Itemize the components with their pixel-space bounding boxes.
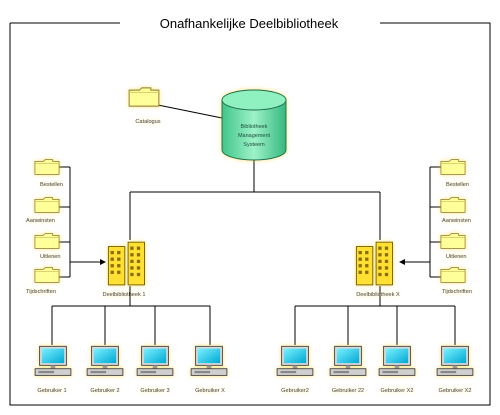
right-folder-label: Aanwinsten — [442, 218, 471, 224]
database-cylinder[interactable]: Bibliotheek Management Systeem — [221, 89, 287, 161]
left-folders: Bestellen Aanwinsten Uitlenen Tijdschrif… — [26, 159, 63, 295]
right-folder-uitlenen[interactable]: Uitlenen — [440, 233, 467, 260]
right-folder-aanwinsten[interactable]: Aanwinsten — [440, 197, 471, 224]
arrow-left-icon — [100, 259, 106, 265]
left-server[interactable]: Deelbibliotheek 1 — [103, 241, 146, 298]
client-workstation[interactable]: Gebruiker2 — [276, 345, 314, 394]
right-folder-label: Tijdschriften — [442, 289, 472, 295]
client-label: Gebruiker X2 — [439, 388, 472, 394]
left-folder-label: Bestellen — [40, 182, 63, 188]
computer-icon — [378, 345, 416, 376]
arrow-right-icon — [399, 259, 405, 265]
folder-icon — [440, 159, 466, 175]
server-icon — [355, 241, 394, 286]
folder-icon — [440, 233, 466, 249]
folder-icon — [440, 267, 466, 283]
database-label-line-2: Management — [238, 133, 271, 139]
catalog-label: Catalogus — [135, 119, 160, 125]
catalog-folder[interactable]: Catalogus — [128, 87, 161, 125]
folder-icon — [128, 87, 160, 107]
left-folder-label: Uitlenen — [40, 254, 61, 260]
client-workstation[interactable]: Gebruiker X — [190, 345, 228, 394]
right-folder-tijdschriften[interactable]: Tijdschriften — [440, 267, 472, 295]
folder-icon — [34, 233, 60, 249]
client-label: Gebruiker 3 — [140, 388, 169, 394]
left-folder-uitlenen[interactable]: Uitlenen — [34, 233, 61, 260]
client-label: Gebruiker X — [195, 388, 225, 394]
left-folder-tijdschriften[interactable]: Tijdschriften — [26, 267, 60, 295]
client-label: Gebruiker X2 — [381, 388, 414, 394]
left-folder-label: Aanwinsten — [26, 218, 55, 224]
right-folder-bestellen[interactable]: Bestellen — [440, 159, 469, 188]
client-label: Gebruiker 1 — [37, 388, 66, 394]
client-workstation[interactable]: Gebruiker X2 — [378, 345, 416, 394]
client-label: Gebruiker2 — [281, 388, 309, 394]
right-folder-label: Bestellen — [446, 182, 469, 188]
client-label: Gebruiker 2 — [90, 388, 119, 394]
database-label-line-1: Bibliotheek — [241, 124, 268, 130]
client-workstation[interactable]: Gebruiker 22 — [329, 345, 367, 394]
folder-icon — [34, 267, 60, 283]
computer-icon — [436, 345, 474, 376]
computer-icon — [276, 345, 314, 376]
database-label-line-3: Systeem — [243, 142, 265, 148]
computer-icon — [329, 345, 367, 376]
right-folders: Bestellen Aanwinsten Uitlenen Tijdschrif… — [440, 159, 472, 295]
folder-icon — [34, 197, 60, 213]
client-workstation[interactable]: Gebruiker 2 — [86, 345, 124, 394]
left-clients: Gebruiker 1 Gebruiker 2 Gebruiker 3 Gebr… — [34, 345, 228, 394]
left-folder-label: Tijdschriften — [26, 289, 56, 295]
client-label: Gebruiker 22 — [332, 388, 364, 394]
left-folder-bestellen[interactable]: Bestellen — [34, 159, 63, 188]
computer-icon — [190, 345, 228, 376]
right-server-label: Deelbibliotheek X — [356, 292, 400, 298]
right-server[interactable]: Deelbibliotheek X — [355, 241, 400, 298]
computer-icon — [86, 345, 124, 376]
computer-icon — [34, 345, 72, 376]
folder-icon — [34, 159, 60, 175]
client-workstation[interactable]: Gebruiker X2 — [436, 345, 474, 394]
server-icon — [107, 241, 146, 286]
client-workstation[interactable]: Gebruiker 1 — [34, 345, 72, 394]
diagram-title: Onafhankelijke Deelbibliotheek — [160, 16, 339, 31]
right-clients: Gebruiker2 Gebruiker 22 Gebruiker X2 Geb… — [276, 345, 474, 394]
client-workstation[interactable]: Gebruiker 3 — [136, 345, 174, 394]
left-folder-aanwinsten[interactable]: Aanwinsten — [26, 197, 60, 224]
title-frame: Onafhankelijke Deelbibliotheek — [9, 16, 491, 406]
folder-icon — [440, 197, 466, 213]
computer-icon — [136, 345, 174, 376]
left-server-label: Deelbibliotheek 1 — [103, 292, 146, 298]
right-folder-label: Uitlenen — [446, 254, 467, 260]
